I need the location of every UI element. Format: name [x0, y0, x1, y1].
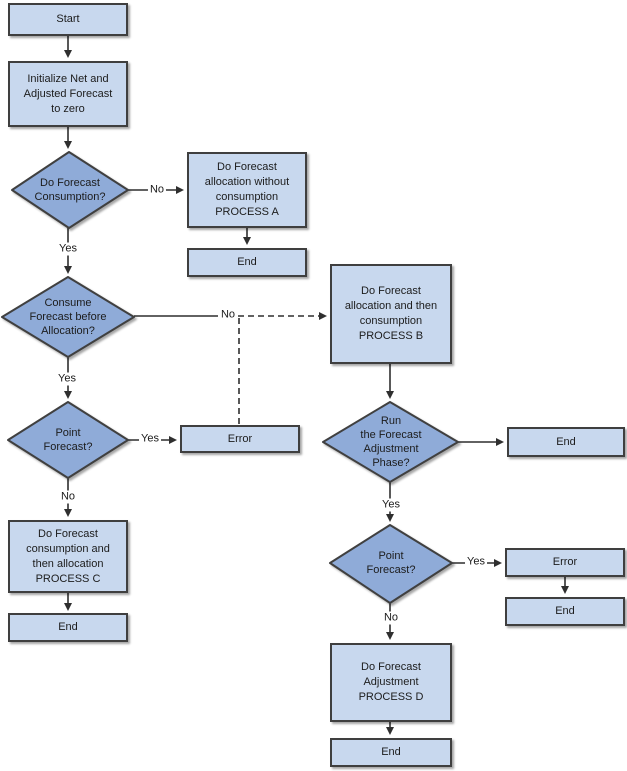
start-label: Start: [56, 13, 80, 25]
initialize-node: Initialize Net and Adjusted Forecast to …: [8, 61, 128, 127]
decision-point-forecast-right: [329, 524, 453, 604]
end-d-label: End: [381, 746, 401, 758]
edge-label-d5-yes: Yes: [465, 555, 487, 569]
edge-label-d3-no: No: [58, 490, 78, 504]
process-d-node: Do Forecast Adjustment PROCESS D: [330, 643, 452, 722]
edge-label-d1-yes: Yes: [57, 242, 79, 256]
process-c-node: Do Forecast consumption and then allocat…: [8, 520, 128, 593]
start-node: Start: [8, 3, 128, 36]
initialize-label: Initialize Net and Adjusted Forecast to …: [23, 72, 113, 115]
error-right-label: Error: [552, 556, 578, 568]
error-node-left: Error: [180, 425, 300, 453]
decision-consume-forecast-before-allocation: [1, 276, 135, 358]
decision-point-forecast-left: [7, 401, 129, 479]
error-left-label: Error: [227, 432, 253, 445]
decision-do-forecast-consumption: [11, 151, 129, 229]
edge-label-d5-no: No: [381, 611, 401, 625]
end-node-b: End: [507, 427, 625, 457]
edge-label-d2-yes: Yes: [56, 372, 78, 386]
edge-label-d2-no: No: [218, 308, 238, 322]
process-d-label: Do Forecast Adjustment PROCESS D: [358, 661, 424, 703]
edge-label-d3-yes: Yes: [139, 432, 161, 446]
end-node-c: End: [8, 613, 128, 642]
end-node-d: End: [330, 738, 452, 767]
end-a-label: End: [237, 256, 257, 268]
process-b-node: Do Forecast allocation and then consumpt…: [330, 264, 452, 364]
process-a-label: Do Forecast allocation without consumpti…: [204, 161, 290, 218]
end-c-label: End: [58, 621, 78, 633]
process-a-node: Do Forecast allocation without consumpti…: [187, 152, 307, 228]
process-b-label: Do Forecast allocation and then consumpt…: [344, 285, 438, 342]
end-node-right: End: [505, 597, 625, 626]
end-right-label: End: [555, 605, 575, 617]
end-b-label: End: [556, 435, 576, 448]
edge-label-d1-no: No: [147, 183, 167, 197]
end-node-a: End: [187, 248, 307, 277]
process-c-label: Do Forecast consumption and then allocat…: [26, 527, 110, 585]
decision-run-forecast-adjustment-phase: [322, 401, 459, 483]
error-node-right: Error: [505, 548, 625, 577]
edge-label-d4-yes: Yes: [380, 498, 402, 512]
